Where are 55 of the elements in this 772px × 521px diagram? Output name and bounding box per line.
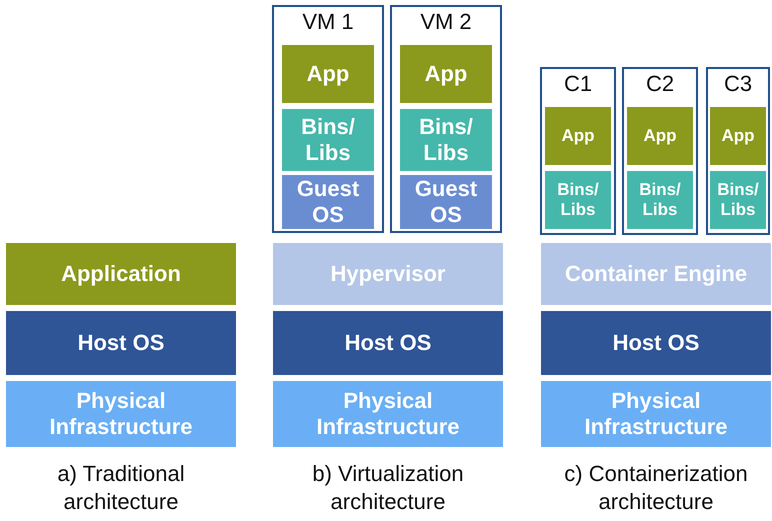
layer-label: Bins/ Libs (300, 114, 356, 166)
layer-box (400, 175, 492, 229)
layer-label: App (306, 60, 350, 88)
layer-label: Hypervisor (330, 260, 446, 288)
layer-box (400, 45, 492, 103)
container-title: C1 (562, 71, 594, 97)
layer-box (541, 311, 771, 375)
layer-box (273, 243, 503, 305)
vm-title: VM 1 (301, 9, 355, 35)
container-title: C2 (644, 71, 676, 97)
layer-box (710, 107, 766, 165)
layer-box (710, 171, 766, 229)
layer-label: Container Engine (564, 260, 748, 288)
layer-box (282, 45, 374, 103)
layer-label: Bins/ Libs (418, 114, 474, 166)
layer-label: Physical Infrastructure (583, 388, 729, 440)
layer-label: Guest OS (414, 176, 478, 228)
layer-label: Bins/ Libs (638, 180, 682, 220)
layer-box (6, 243, 236, 305)
layer-label: Physical Infrastructure (315, 388, 461, 440)
layer-box (545, 171, 611, 229)
layer-label: Host OS (78, 330, 164, 356)
layer-box (282, 175, 374, 229)
caption-text: a) Traditional architecture (56, 460, 186, 515)
vm-frame (390, 5, 502, 233)
layer-box (6, 311, 236, 375)
layer-box (541, 381, 771, 447)
layer-box (6, 381, 236, 447)
layer-box (627, 107, 693, 165)
layer-label: Physical Infrastructure (48, 388, 194, 440)
caption-text: c) Containerization architecture (563, 460, 749, 515)
layer-box (545, 107, 611, 165)
layer-box (273, 311, 503, 375)
layer-label: App (721, 126, 755, 146)
container-frame (540, 67, 616, 235)
container-frame (622, 67, 698, 235)
layer-box (282, 109, 374, 171)
layer-label: Host OS (612, 330, 700, 356)
layer-label: Bins/ Libs (716, 180, 760, 220)
layer-label: Host OS (344, 330, 432, 356)
layer-label: App (561, 126, 595, 146)
layer-box (627, 171, 693, 229)
layer-box (273, 381, 503, 447)
caption-text: b) Virtualization architecture (311, 460, 465, 515)
layer-box (400, 109, 492, 171)
layer-label: App (424, 60, 468, 88)
layer-label: Application (61, 260, 181, 288)
container-frame (706, 67, 770, 235)
vm-title: VM 2 (419, 9, 473, 35)
layer-label: Bins/ Libs (556, 180, 600, 220)
container-title: C3 (722, 71, 754, 97)
vm-frame (272, 5, 384, 233)
layer-label: Guest OS (296, 176, 360, 228)
layer-box (541, 243, 771, 305)
layer-label: App (643, 126, 677, 146)
